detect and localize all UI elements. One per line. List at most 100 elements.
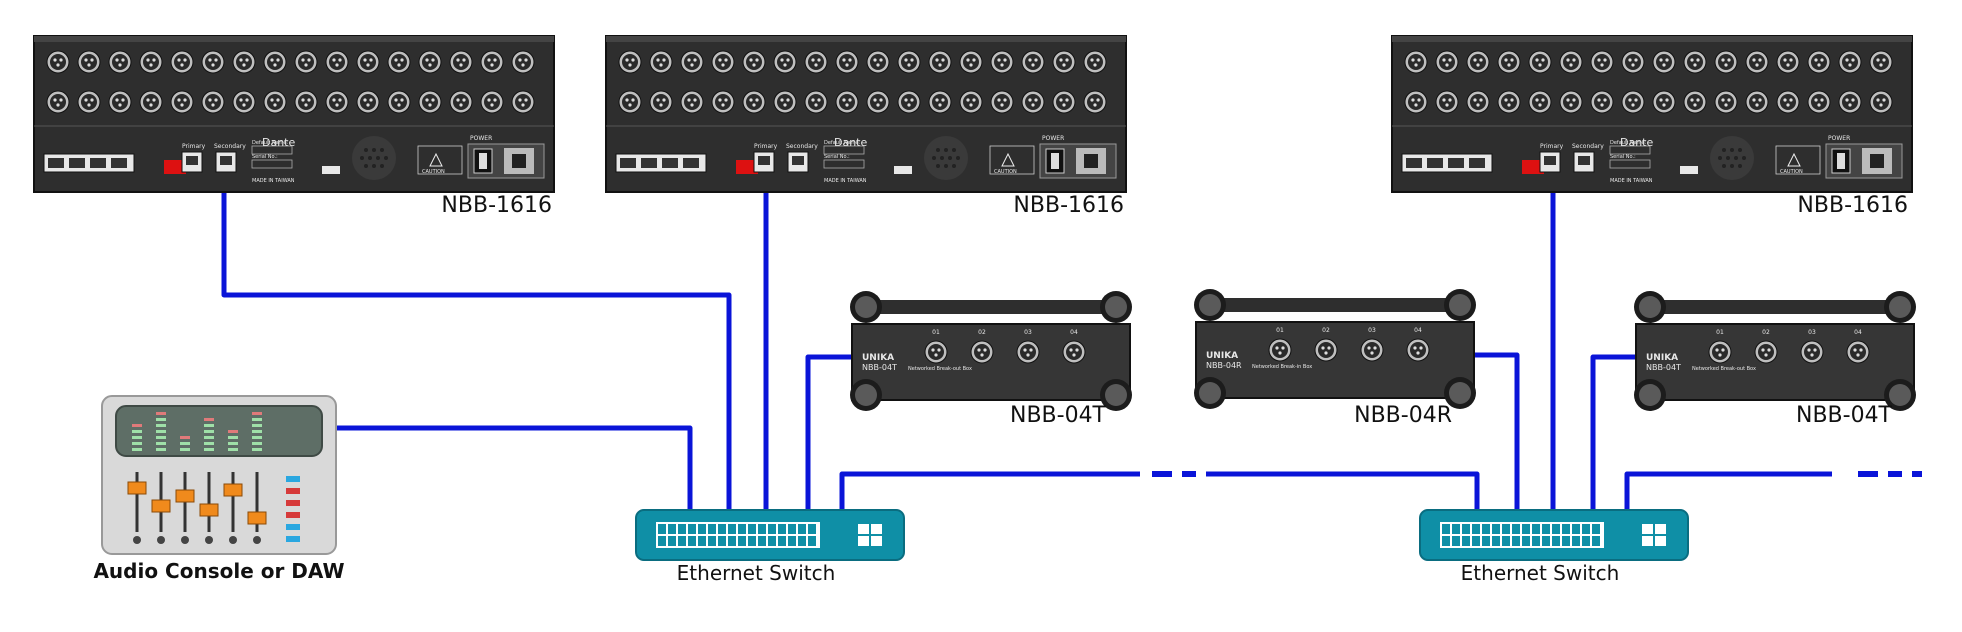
made-in-label: MADE IN TAIWAN bbox=[252, 178, 295, 184]
switch-port bbox=[768, 524, 776, 534]
xlr-jack bbox=[835, 50, 859, 74]
xlr-jack bbox=[1590, 90, 1614, 114]
switch-port bbox=[1492, 524, 1500, 534]
xlr-jack bbox=[418, 50, 442, 74]
port-number: 03 bbox=[1808, 329, 1816, 336]
switch-port bbox=[1562, 524, 1570, 534]
level-meter-segment bbox=[228, 430, 238, 433]
xlr-jack bbox=[711, 50, 735, 74]
switch-port bbox=[788, 536, 796, 546]
console-label: Audio Console or DAW bbox=[93, 559, 344, 583]
xlr-jack bbox=[46, 50, 70, 74]
xlr-jack bbox=[1497, 90, 1521, 114]
xlr-jack bbox=[1807, 90, 1831, 114]
audio-console bbox=[101, 395, 337, 555]
description-text: Networked Break-out Box bbox=[1692, 366, 1756, 372]
xlr-jack bbox=[1528, 90, 1552, 114]
xlr-jack bbox=[804, 90, 828, 114]
xlr-jack bbox=[201, 90, 225, 114]
rack-label-1: NBB-1616 bbox=[441, 193, 552, 218]
port-number: 03 bbox=[1368, 327, 1376, 334]
xlr-jack bbox=[680, 90, 704, 114]
switch-port bbox=[808, 536, 816, 546]
level-meter-segment bbox=[252, 418, 262, 421]
level-meter-segment bbox=[156, 448, 166, 451]
level-meter-segment bbox=[228, 448, 238, 451]
level-meter-segment bbox=[252, 448, 262, 451]
brand-text: UNIKA bbox=[1206, 351, 1238, 361]
fader-knob bbox=[247, 511, 267, 525]
xlr-jack bbox=[1708, 340, 1732, 364]
xlr-jack bbox=[928, 50, 952, 74]
switch-port bbox=[1502, 524, 1510, 534]
console-indicator bbox=[286, 500, 300, 506]
xlr-jack bbox=[77, 90, 101, 114]
switch-port bbox=[1532, 536, 1540, 546]
xlr-jack bbox=[618, 90, 642, 114]
xlr-jack bbox=[866, 90, 890, 114]
switch-port bbox=[708, 524, 716, 534]
xlr-jack bbox=[1052, 90, 1076, 114]
xlr-jack bbox=[1800, 340, 1824, 364]
made-in-label: MADE IN TAIWAN bbox=[1610, 178, 1653, 184]
xlr-jack bbox=[387, 50, 411, 74]
level-meter-segment bbox=[204, 448, 214, 451]
xlr-jack bbox=[1714, 90, 1738, 114]
xlr-jack bbox=[990, 50, 1014, 74]
switch-port bbox=[1542, 524, 1550, 534]
xlr-jack bbox=[1360, 338, 1384, 362]
model-text: NBB-04R bbox=[1206, 361, 1242, 370]
switch-port bbox=[658, 536, 666, 546]
switch-port bbox=[798, 524, 806, 534]
description-text: Networked Break-in Box bbox=[1252, 364, 1312, 370]
xlr-jack bbox=[1559, 90, 1583, 114]
console-indicator bbox=[286, 536, 300, 542]
switch-port bbox=[718, 536, 726, 546]
xlr-jack bbox=[1683, 50, 1707, 74]
switch-port bbox=[718, 524, 726, 534]
xlr-jack bbox=[1528, 50, 1552, 74]
xlr-jack bbox=[1559, 50, 1583, 74]
power-label: POWER bbox=[1042, 135, 1064, 142]
brand-text: UNIKA bbox=[862, 353, 894, 363]
xlr-jack bbox=[742, 50, 766, 74]
switch-port bbox=[1502, 536, 1510, 546]
xlr-jack bbox=[449, 50, 473, 74]
xlr-jack bbox=[1683, 90, 1707, 114]
fader-knob bbox=[175, 489, 195, 503]
brand-text: UNIKA bbox=[1646, 353, 1678, 363]
xlr-jack bbox=[449, 90, 473, 114]
fader-button bbox=[133, 536, 141, 544]
level-meter-segment bbox=[228, 436, 238, 439]
switch-port bbox=[1472, 524, 1480, 534]
switch-port bbox=[678, 536, 686, 546]
model-text: NBB-04T bbox=[862, 363, 897, 372]
switch-port bbox=[1512, 524, 1520, 534]
xlr-jack bbox=[232, 50, 256, 74]
xlr-jack bbox=[139, 50, 163, 74]
xlr-jack bbox=[680, 50, 704, 74]
level-meter-segment bbox=[180, 448, 190, 451]
xlr-jack bbox=[649, 90, 673, 114]
xlr-jack bbox=[1404, 90, 1428, 114]
switch-port bbox=[1582, 524, 1590, 534]
switch-port bbox=[778, 536, 786, 546]
xlr-jack bbox=[959, 50, 983, 74]
level-meter-segment bbox=[156, 442, 166, 445]
console-indicator bbox=[286, 524, 300, 530]
primary-port-label: Primary bbox=[754, 143, 778, 150]
xlr-jack bbox=[1745, 50, 1769, 74]
switch-port bbox=[788, 524, 796, 534]
xlr-jack bbox=[1776, 50, 1800, 74]
xlr-jack bbox=[1083, 50, 1107, 74]
xlr-jack bbox=[1652, 90, 1676, 114]
xlr-jack bbox=[897, 50, 921, 74]
level-meter-segment bbox=[252, 412, 262, 415]
port-number: 04 bbox=[1414, 327, 1422, 334]
xlr-jack bbox=[1466, 90, 1490, 114]
description-text: Networked Break-out Box bbox=[908, 366, 972, 372]
switch-port bbox=[1462, 524, 1470, 534]
level-meter-segment bbox=[180, 442, 190, 445]
